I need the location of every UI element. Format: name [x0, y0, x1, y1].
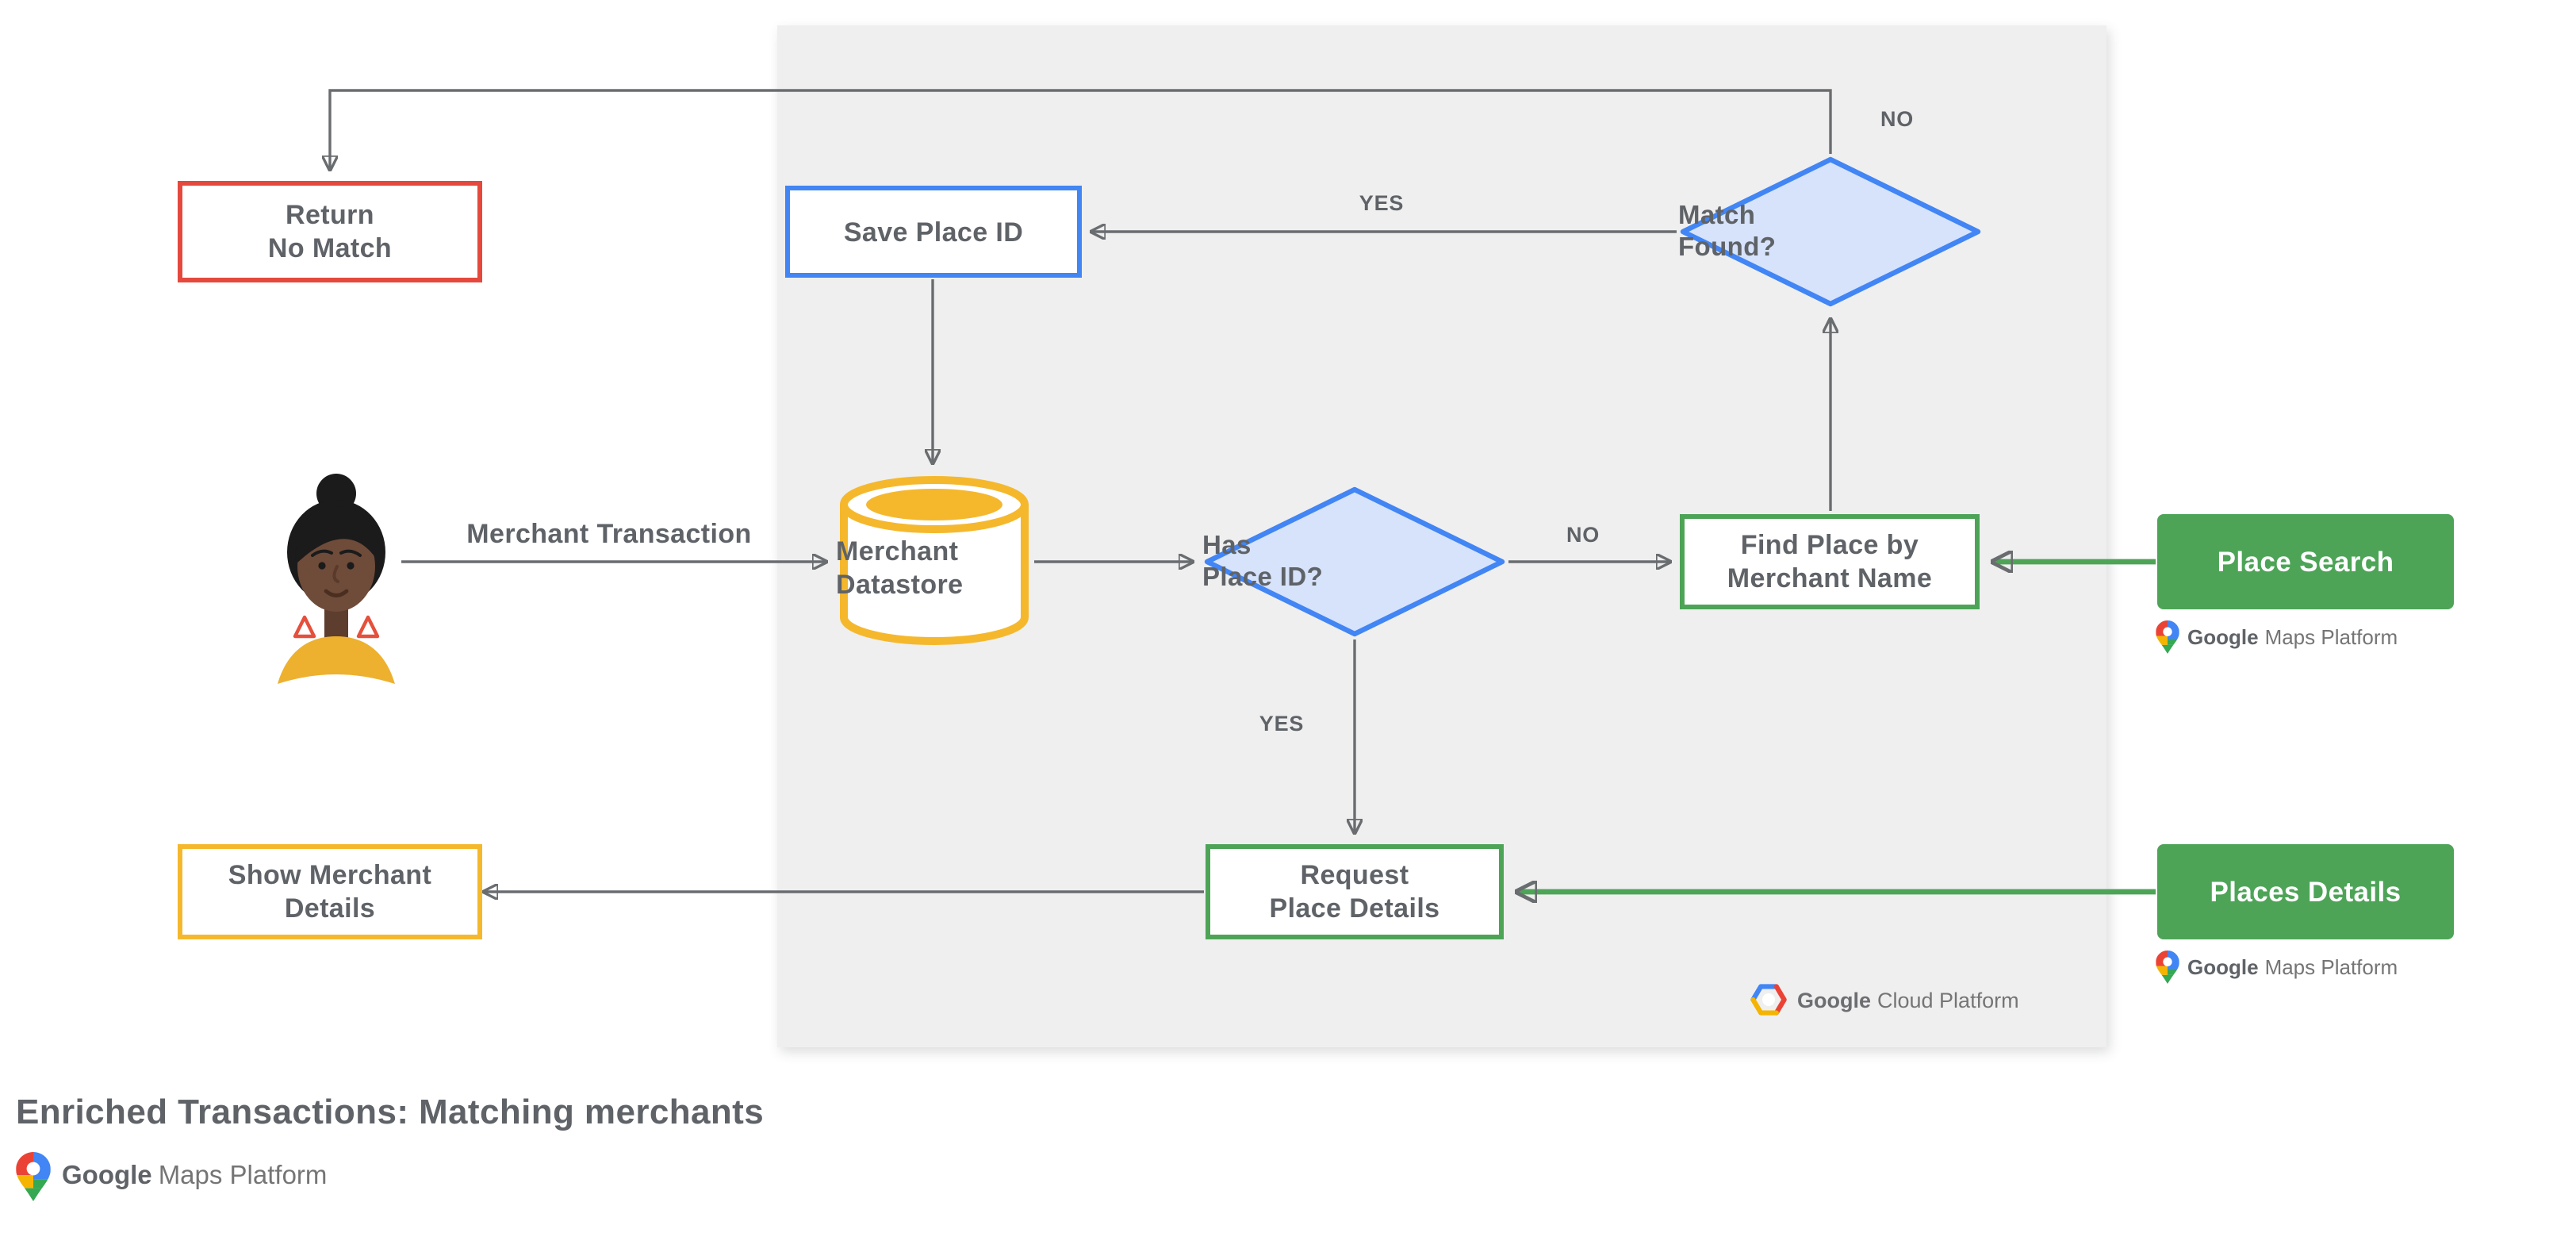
avatar-earring-right — [356, 615, 380, 639]
maps-pin-icon — [16, 1151, 51, 1200]
match-found-yes-label: YES — [1359, 191, 1405, 215]
has-place-id-no-label: NO — [1566, 523, 1600, 547]
avatar-brow-left — [311, 549, 333, 557]
save-place-id-node: Save Place ID — [785, 186, 1082, 278]
match-found-label: Match Found? — [1678, 202, 1777, 262]
logo-product-text: Maps Platform — [2264, 954, 2398, 978]
avatar-nose — [332, 565, 339, 583]
logo-brand-text: Google — [2187, 954, 2259, 978]
merchant-transaction-edge-label: Merchant Transaction — [466, 519, 752, 549]
has-place-id-decision: Has Place ID? — [1202, 486, 1507, 638]
datastore-cylinder-shape — [840, 476, 1029, 645]
avatar-shirt — [278, 636, 395, 684]
has-place-id-label: Has Place ID? — [1202, 532, 1324, 592]
merchant-customer-avatar — [278, 474, 395, 684]
show-merchant-details-node: Show Merchant Details — [178, 844, 482, 939]
find-place-by-merchant-name-node: Find Place by Merchant Name — [1680, 514, 1980, 609]
logo-brand-text: Google — [1797, 988, 1871, 1012]
return-no-match-label: Return No Match — [267, 200, 393, 263]
return-no-match-node: Return No Match — [178, 181, 482, 282]
has-place-id-diamond-shape — [1204, 486, 1505, 637]
edge-match-found-no-to-return-no-match — [330, 89, 1832, 170]
maps-pin-icon — [2156, 950, 2179, 983]
logo-brand-text: Google — [2187, 624, 2259, 648]
avatar-eye-right — [347, 562, 355, 570]
save-place-id-label: Save Place ID — [843, 217, 1024, 247]
places-details-label: Places Details — [2210, 875, 2402, 907]
find-place-label: Find Place by Merchant Name — [1727, 530, 1933, 593]
logo-product-text: Maps Platform — [2264, 624, 2398, 648]
avatar-eye-left — [318, 562, 326, 570]
avatar-mouth — [324, 589, 349, 597]
request-place-details-node: Request Place Details — [1206, 844, 1504, 939]
has-place-id-yes-label: YES — [1259, 712, 1305, 735]
match-found-no-label: NO — [1880, 107, 1915, 131]
logo-product-text: Maps Platform — [158, 1161, 328, 1189]
cloud-hexagon-icon — [1750, 984, 1788, 1016]
place-search-label: Place Search — [2217, 545, 2394, 577]
logo-product-text: Cloud Platform — [1877, 988, 2019, 1012]
merchant-datastore-label: Merchant Datastore — [836, 536, 964, 600]
avatar-brow-right — [339, 549, 362, 557]
avatar-earring-left — [293, 615, 316, 639]
maps-pin-icon — [2156, 620, 2179, 653]
place-search-api-node: Place Search — [2157, 514, 2454, 609]
match-found-decision: Match Found? — [1678, 156, 1983, 308]
merchant-datastore-node: Merchant Datastore — [836, 471, 1033, 655]
request-place-details-label: Request Place Details — [1269, 860, 1440, 924]
avatar-fringe — [295, 506, 378, 565]
places-details-api-node: Places Details — [2157, 844, 2454, 939]
match-found-diamond-shape — [1680, 156, 1981, 307]
logo-brand-text: Google — [62, 1161, 152, 1189]
show-merchant-details-label: Show Merchant Details — [228, 860, 432, 924]
page-title: Enriched Transactions: Matching merchant… — [16, 1092, 765, 1131]
